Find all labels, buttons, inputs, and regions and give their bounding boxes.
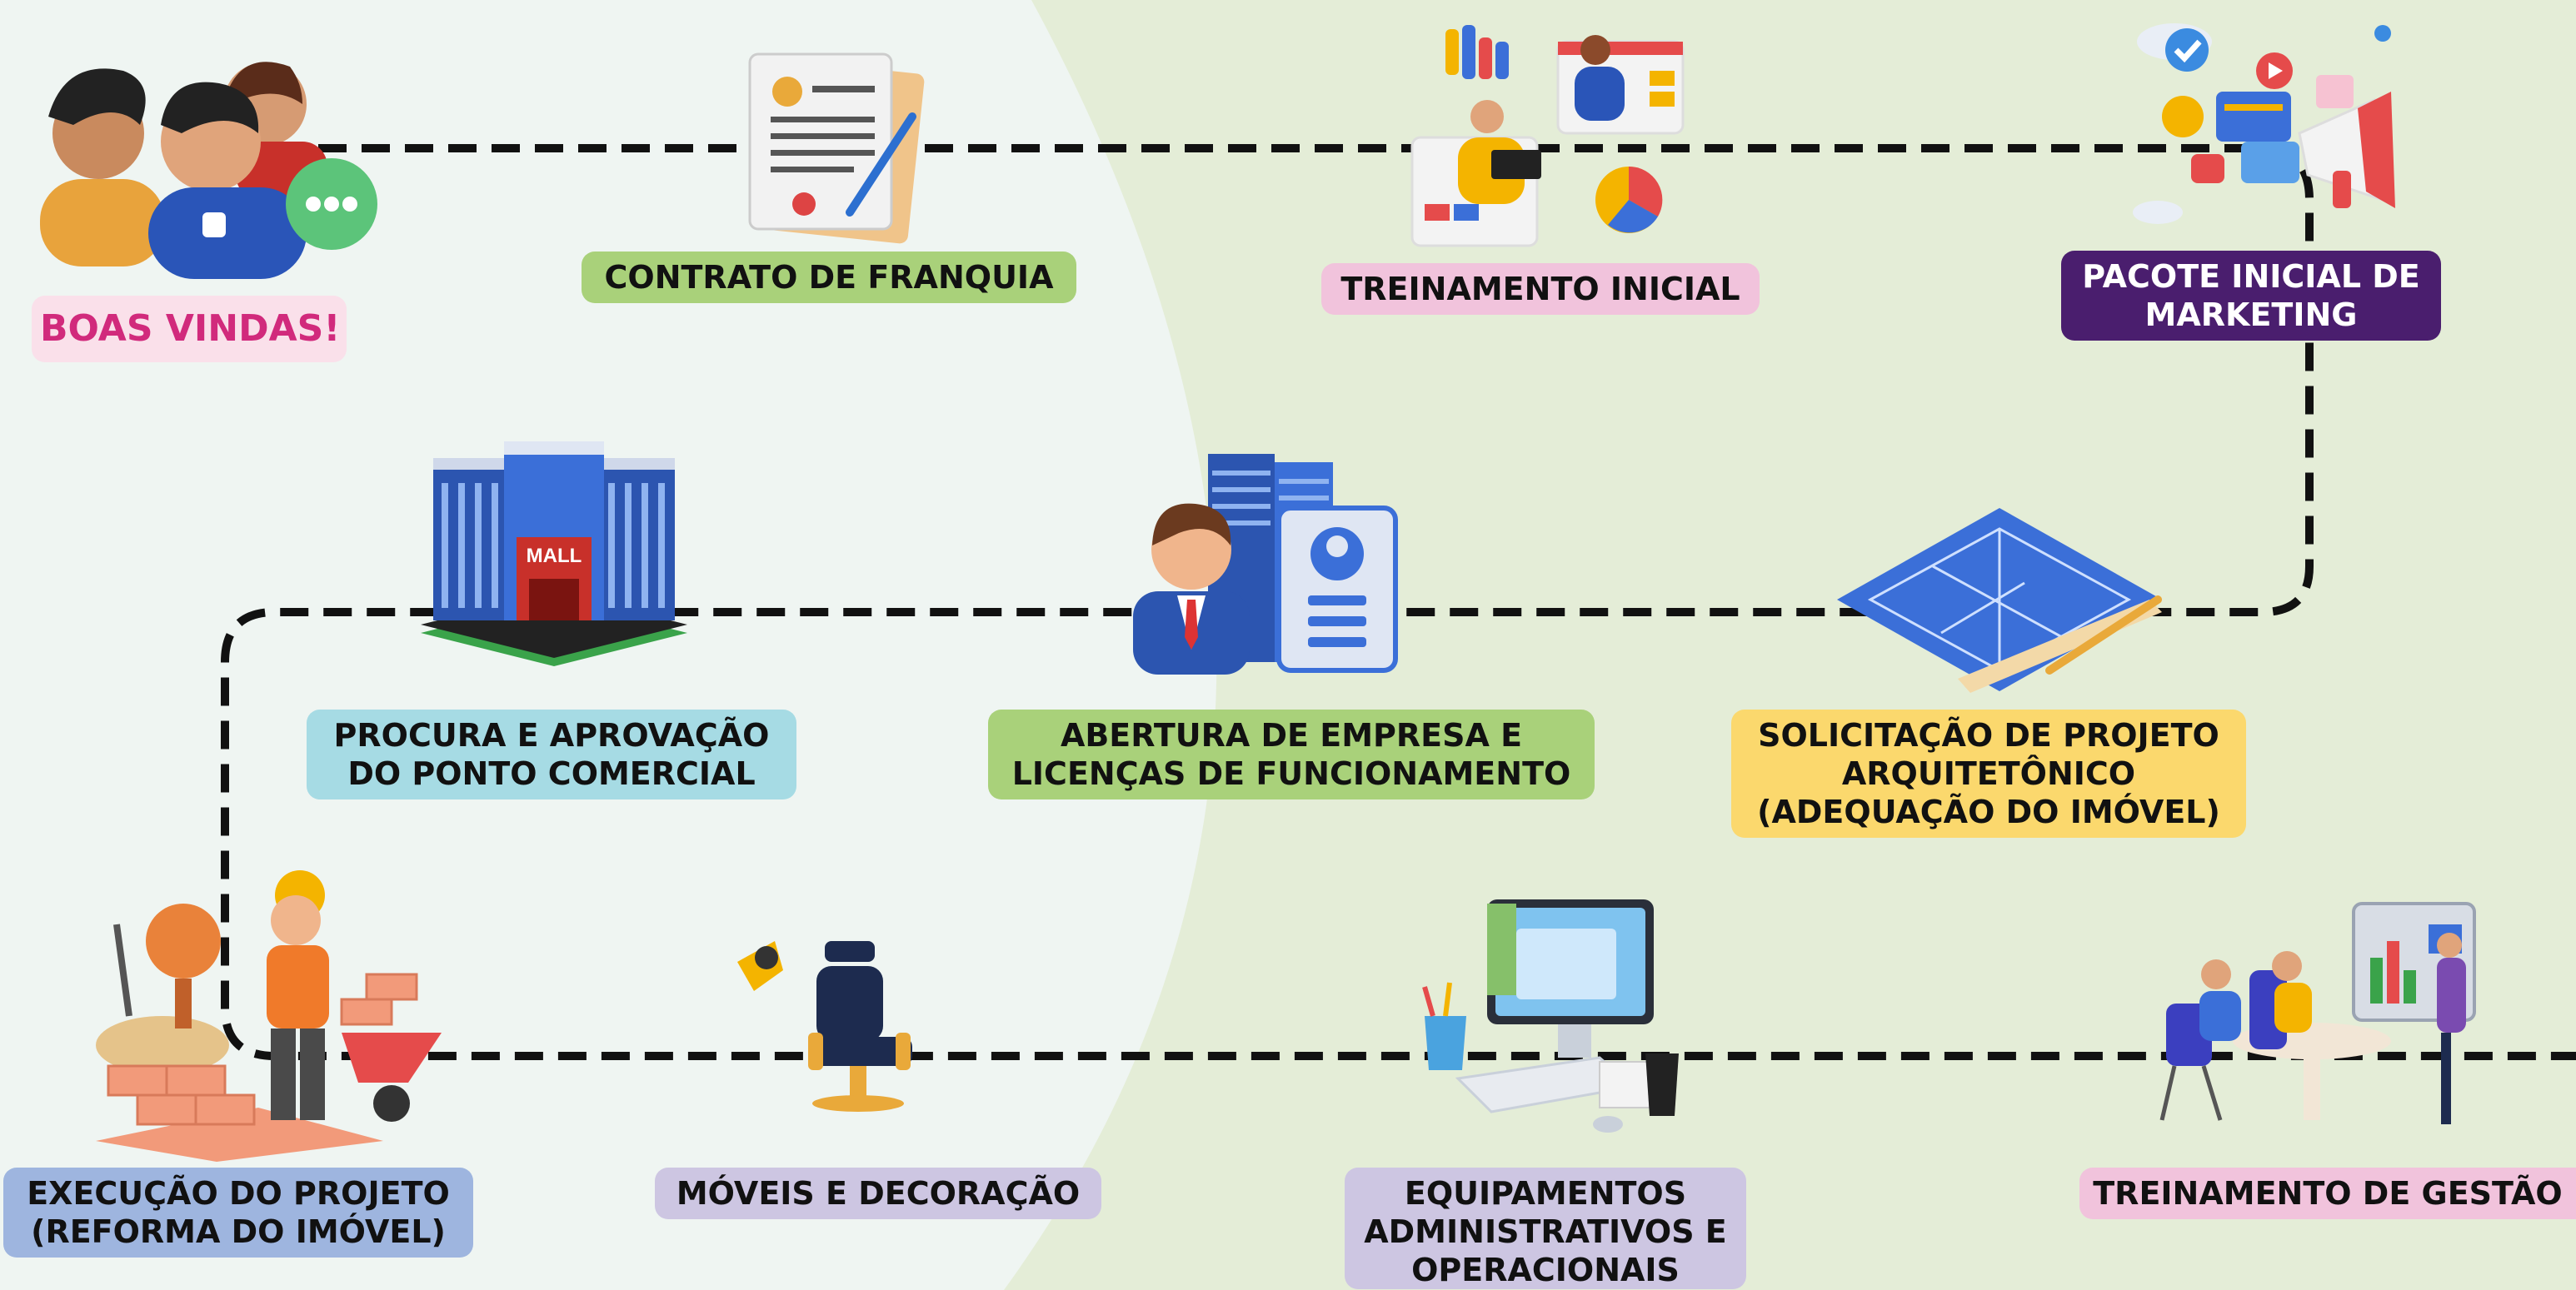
- step-text-line-2: (REFORMA DO IMÓVEL): [31, 1213, 446, 1250]
- step-text: BOAS VINDAS!: [40, 307, 341, 350]
- journey-path: [221, 144, 2576, 1060]
- step-label-boas-vindas: BOAS VINDAS!: [32, 296, 347, 362]
- mall-building-icon: MALL: [412, 437, 696, 670]
- step-text-line-1: PROCURA E APROVAÇÃO: [333, 717, 770, 754]
- step-text: TREINAMENTO INICIAL: [1340, 271, 1740, 307]
- businessman-id-card-icon: [1129, 450, 1412, 683]
- step-label-treinamento-gestao: TREINAMENTO DE GESTÃO: [2079, 1168, 2576, 1219]
- step-text-line-1: SOLICITAÇÃO DE PROJETO: [1758, 717, 2219, 754]
- step-text-line-3: (ADEQUAÇÃO DO IMÓVEL): [1757, 794, 2220, 830]
- step-text-line-1: EXECUÇÃO DO PROJETO: [27, 1175, 450, 1212]
- step-text: MÓVEIS E DECORAÇÃO: [676, 1175, 1081, 1212]
- step-text-line-2: MARKETING: [2144, 296, 2358, 333]
- step-text-line-2: LICENÇAS DE FUNCIONAMENTO: [1011, 755, 1571, 792]
- step-text-line-3: OPERACIONAIS: [1411, 1252, 1680, 1288]
- step-label-contrato: CONTRATO DE FRANQUIA: [582, 252, 1076, 303]
- computer-desk-icon: [1408, 895, 1691, 1137]
- megaphone-social-media-icon: [2108, 8, 2399, 233]
- meeting-presentation-icon: [2154, 899, 2479, 1133]
- step-label-moveis: MÓVEIS E DECORAÇÃO: [655, 1168, 1101, 1219]
- step-label-marketing: PACOTE INICIAL DE MARKETING: [2061, 251, 2441, 341]
- contract-document-icon: [725, 46, 925, 246]
- step-text: CONTRATO DE FRANQUIA: [604, 259, 1054, 296]
- step-label-ponto-comercial: PROCURA E APROVAÇÃO DO PONTO COMERCIAL: [307, 710, 796, 799]
- step-text-line-1: EQUIPAMENTOS: [1404, 1175, 1687, 1212]
- step-text: TREINAMENTO DE GESTÃO: [2093, 1175, 2563, 1212]
- mall-sign: MALL: [527, 545, 582, 567]
- step-label-treinamento-inicial: TREINAMENTO INICIAL: [1321, 263, 1760, 315]
- step-label-equipamentos: EQUIPAMENTOS ADMINISTRATIVOS E OPERACION…: [1345, 1168, 1746, 1289]
- step-label-abertura-empresa: ABERTURA DE EMPRESA E LICENÇAS DE FUNCIO…: [988, 710, 1595, 799]
- online-training-icon: [1408, 25, 1691, 258]
- construction-worker-icon: [92, 866, 450, 1166]
- step-text-line-1: ABERTURA DE EMPRESA E: [1060, 717, 1523, 754]
- step-text-line-1: PACOTE INICIAL DE: [2082, 258, 2420, 295]
- salon-chair-icon: [733, 933, 933, 1116]
- step-label-execucao: EXECUÇÃO DO PROJETO (REFORMA DO IMÓVEL): [3, 1168, 473, 1258]
- step-label-projeto-arquitetonico: SOLICITAÇÃO DE PROJETO ARQUITETÔNICO (AD…: [1731, 710, 2246, 838]
- blueprint-icon: [1833, 500, 2166, 700]
- people-chat-icon: [15, 25, 382, 283]
- step-text-line-2: DO PONTO COMERCIAL: [347, 755, 756, 792]
- step-text-line-2: ARQUITETÔNICO: [1841, 755, 2136, 792]
- step-text-line-2: ADMINISTRATIVOS E: [1364, 1213, 1727, 1250]
